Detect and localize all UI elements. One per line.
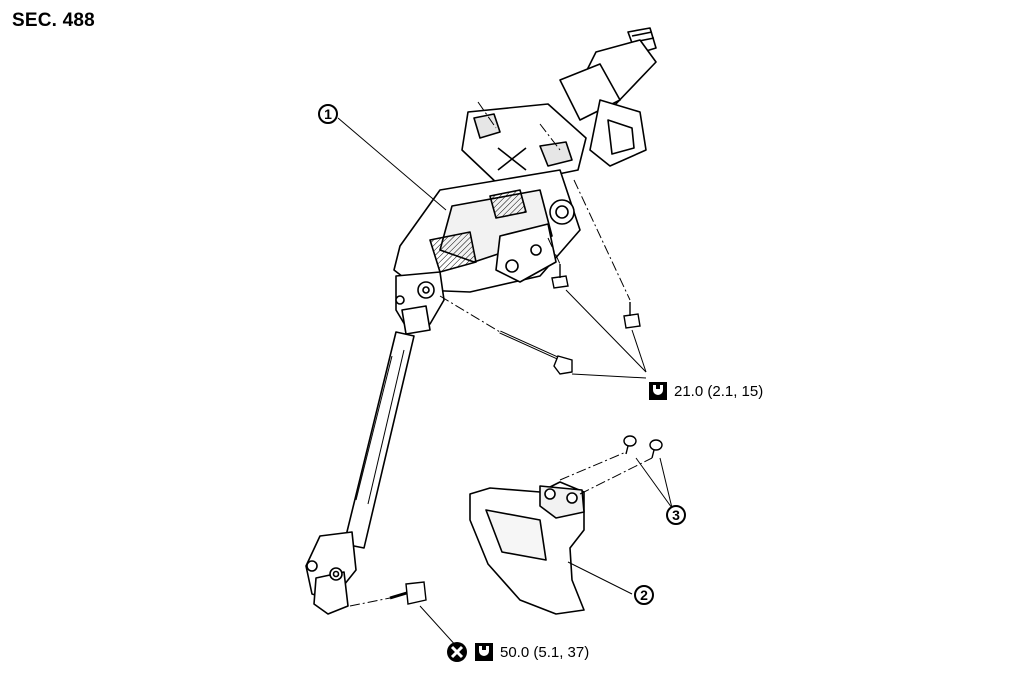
centerlines (349, 101, 653, 607)
lower-cover (469, 481, 585, 615)
leader-lines (337, 117, 673, 649)
torque-spec-upper: 21.0 (2.1, 15) (648, 381, 763, 401)
callout-part-1: 1 (318, 104, 338, 124)
wrench-icon (649, 382, 667, 400)
do-not-reuse-icon (447, 642, 467, 662)
section-label: SEC. 488 (12, 10, 95, 31)
torque-value-upper: 21.0 (2.1, 15) (674, 382, 764, 400)
callout-part-3: 3 (666, 505, 686, 525)
torque-spec-lower: 50.0 (5.1, 37) (446, 641, 589, 663)
clips (623, 435, 663, 459)
column-bolts (389, 264, 641, 605)
callout-part-2: 2 (634, 585, 654, 605)
wrench-icon (475, 643, 493, 661)
steering-column-assembly (305, 27, 657, 615)
torque-value-lower: 50.0 (5.1, 37) (500, 643, 590, 661)
